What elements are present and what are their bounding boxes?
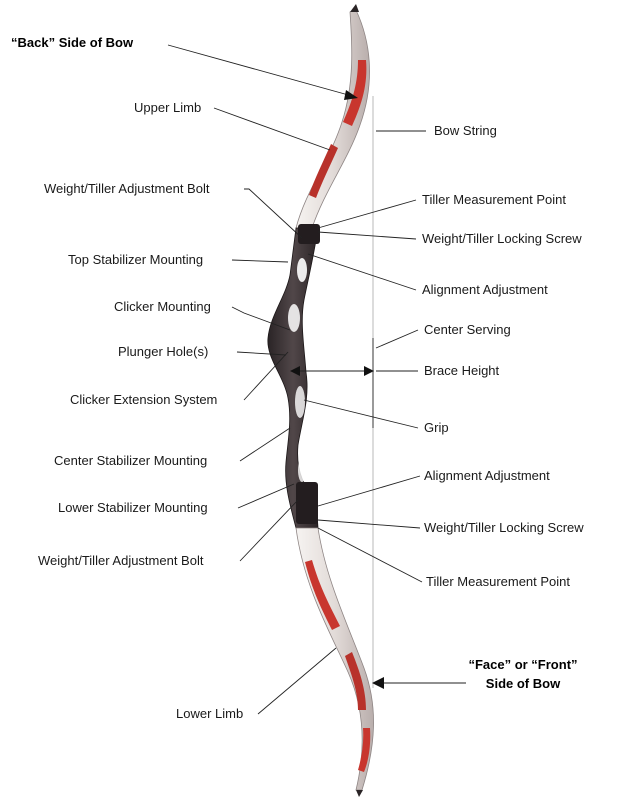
label-tiller-point-bottom: Tiller Measurement Point — [426, 574, 570, 589]
label-face-side-line2: Side of Bow — [486, 676, 561, 691]
leader-back-side — [168, 45, 352, 96]
label-brace-height: Brace Height — [424, 363, 500, 378]
lower-limb-tip — [356, 790, 363, 797]
leader-locking-screw-top — [318, 232, 416, 239]
leader-tiller-point-bottom — [318, 528, 422, 582]
label-grip: Grip — [424, 420, 449, 435]
riser-cutout-4 — [298, 458, 306, 482]
leader-alignment-top — [308, 254, 416, 290]
label-back-side: “Back” Side of Bow — [11, 35, 134, 50]
leader-lines — [168, 45, 466, 714]
label-alignment-bottom: Alignment Adjustment — [424, 468, 550, 483]
label-top-stabilizer: Top Stabilizer Mounting — [68, 252, 203, 267]
label-center-serving: Center Serving — [424, 322, 511, 337]
label-lower-limb: Lower Limb — [176, 706, 243, 721]
upper-limb — [296, 10, 370, 228]
label-clicker-extension: Clicker Extension System — [70, 392, 217, 407]
label-lower-stabilizer: Lower Stabilizer Mounting — [58, 500, 208, 515]
label-plunger-holes: Plunger Hole(s) — [118, 344, 208, 359]
riser-cutout-2 — [288, 304, 300, 332]
leader-top-stabilizer — [232, 260, 288, 262]
upper-limb-tip — [350, 4, 359, 12]
leader-lower-stabilizer — [238, 484, 294, 508]
leader-locking-screw-bottom — [318, 520, 420, 528]
leader-adjustment-bolt-bottom — [240, 500, 298, 561]
label-alignment-top: Alignment Adjustment — [422, 282, 548, 297]
leader-center-stabilizer — [240, 428, 290, 461]
riser-cutout-3 — [295, 386, 305, 418]
label-locking-screw-bottom: Weight/Tiller Locking Screw — [424, 520, 584, 535]
label-center-stabilizer: Center Stabilizer Mounting — [54, 453, 207, 468]
leader-lower-limb — [258, 648, 336, 714]
limb-pocket-top — [298, 224, 320, 244]
label-clicker-mounting: Clicker Mounting — [114, 299, 211, 314]
leader-center-serving — [376, 330, 418, 348]
limb-pocket-bottom — [296, 482, 318, 524]
leader-tiller-point-top — [318, 200, 416, 228]
label-locking-screw-top: Weight/Tiller Locking Screw — [422, 231, 582, 246]
leader-upper-limb — [214, 108, 330, 150]
leader-alignment-bottom — [318, 476, 420, 506]
label-upper-limb: Upper Limb — [134, 100, 201, 115]
leader-adjustment-bolt-top — [244, 189, 302, 238]
label-adjustment-bolt-top: Weight/Tiller Adjustment Bolt — [44, 181, 210, 196]
label-face-side-line1: “Face” or “Front” — [468, 657, 577, 672]
label-tiller-point-top: Tiller Measurement Point — [422, 192, 566, 207]
riser-cutout-1 — [297, 258, 307, 282]
label-bow-string: Bow String — [434, 123, 497, 138]
leader-grip — [304, 400, 418, 428]
label-adjustment-bolt-bottom: Weight/Tiller Adjustment Bolt — [38, 553, 204, 568]
